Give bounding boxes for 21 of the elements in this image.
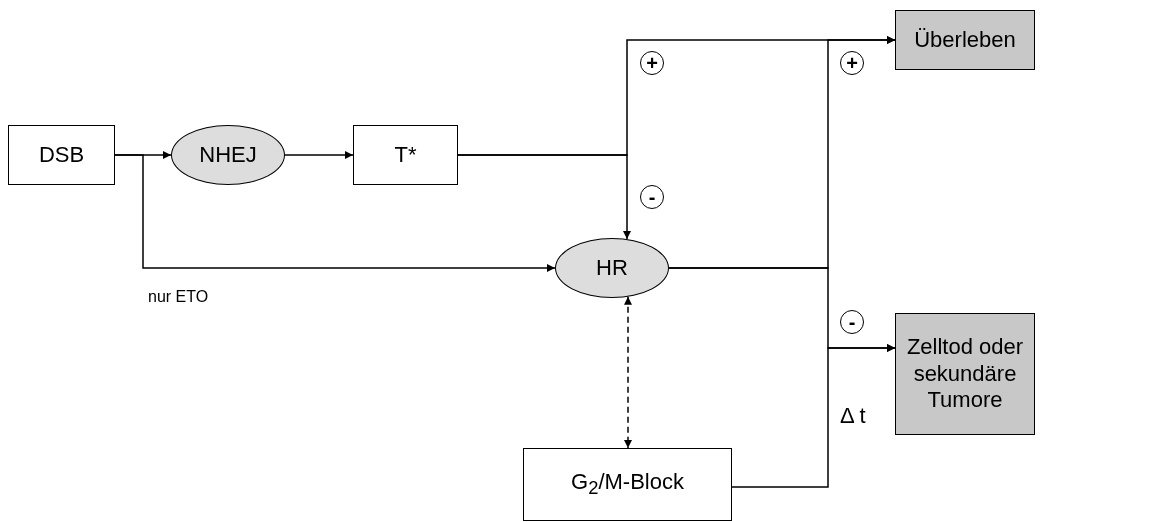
node-label: Überleben: [914, 26, 1016, 54]
arrow: [284, 151, 354, 159]
dashed-arrow: [624, 296, 632, 449]
node-label: DSB: [38, 141, 85, 169]
node-label: T*: [394, 141, 417, 169]
outcome-box: [895, 313, 1035, 435]
sign-label: +: [840, 51, 864, 75]
arrow: [114, 154, 556, 272]
process-box: [353, 125, 458, 185]
process-box: [523, 448, 732, 521]
node-label: NHEJ: [199, 141, 257, 169]
sign-label: -: [640, 185, 664, 209]
sign-label: +: [640, 51, 664, 75]
arrow: [457, 154, 631, 240]
node-label: Zelltod oder sekundäre Tumore: [905, 334, 1025, 414]
arrow: [731, 344, 896, 488]
node-label: G$_{2}$/M-Block: [571, 469, 684, 500]
sign-label: -: [840, 310, 864, 334]
process-box: [8, 125, 115, 185]
outcome-box: [895, 10, 1035, 70]
node-label: HR: [596, 254, 628, 282]
